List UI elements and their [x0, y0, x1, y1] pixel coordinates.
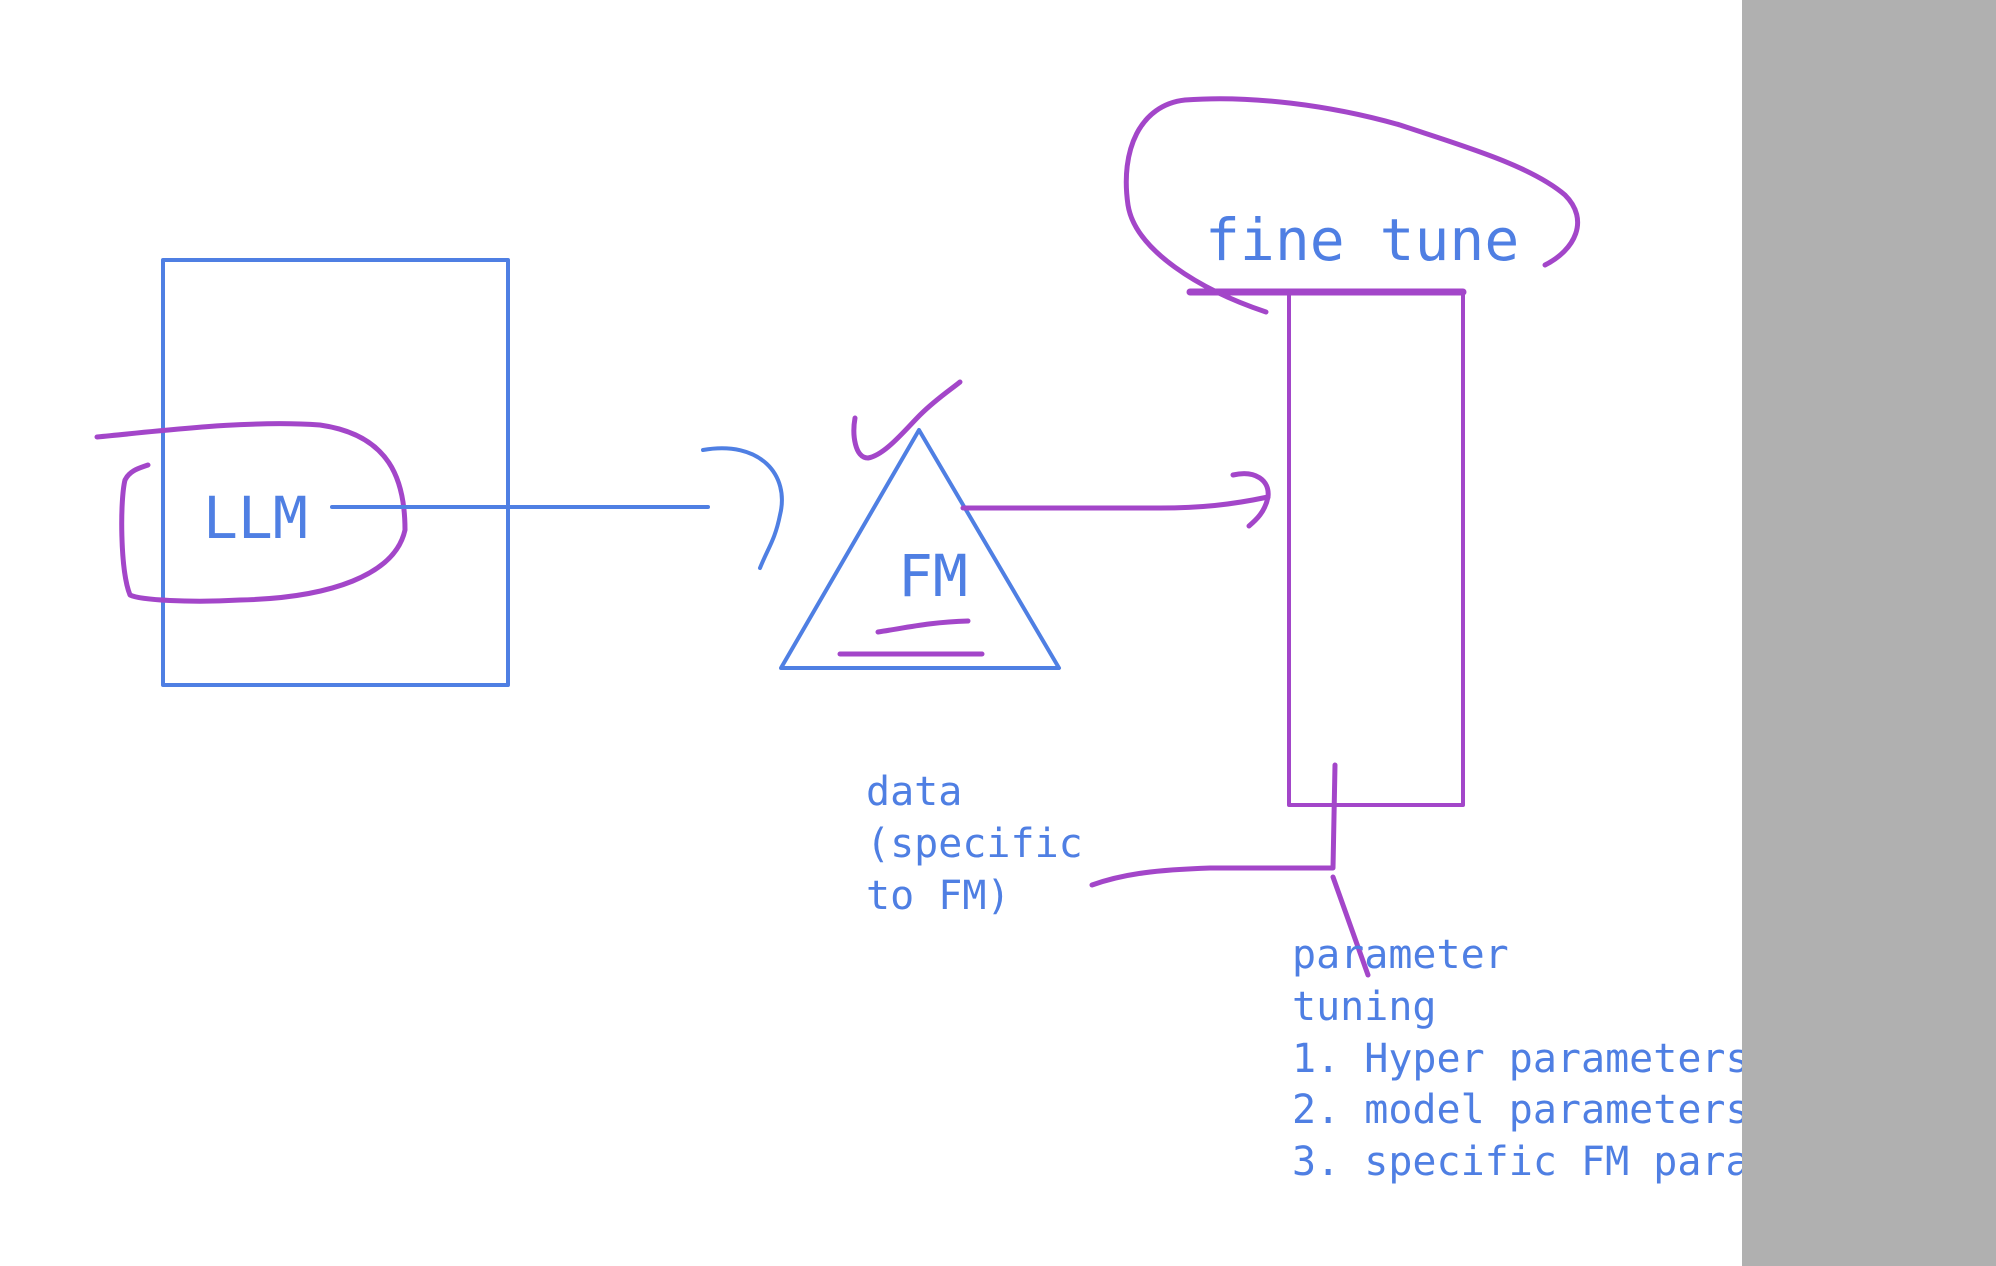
parameter-note-line-3: 1. Hyper parameters [1292, 1036, 1750, 1082]
data-note-line-2: (specific [866, 821, 1083, 867]
fm-label: FM [898, 542, 968, 610]
side-panel [1742, 0, 1996, 1266]
data-connector-line [1089, 762, 1338, 888]
finetune-highlight-loop [1123, 96, 1581, 315]
llm-box [161, 258, 510, 687]
data-note-line-1: data [866, 769, 962, 815]
fm-to-finetune-arrowhead [1230, 471, 1271, 529]
llm-label: LLM [203, 484, 308, 552]
parameter-note-line-1: parameter [1292, 932, 1509, 978]
llm-to-fm-arrowhead [701, 446, 784, 570]
parameter-connector-line [1330, 874, 1371, 978]
fm-triangle [779, 428, 1061, 670]
data-note: data (specific to FM) [866, 769, 1083, 919]
llm-highlight-loop [94, 421, 408, 604]
parameter-note-line-4: 2. model parameters [1292, 1087, 1750, 1133]
fm-to-finetune-line [960, 494, 1271, 511]
finetune-label: fine tune [1205, 206, 1519, 274]
data-note-line-3: to FM) [866, 873, 1011, 919]
fm-underline-short [875, 618, 971, 635]
finetune-box [1287, 289, 1465, 807]
check-mark [851, 379, 963, 461]
parameter-note-line-2: tuning [1292, 984, 1437, 1030]
